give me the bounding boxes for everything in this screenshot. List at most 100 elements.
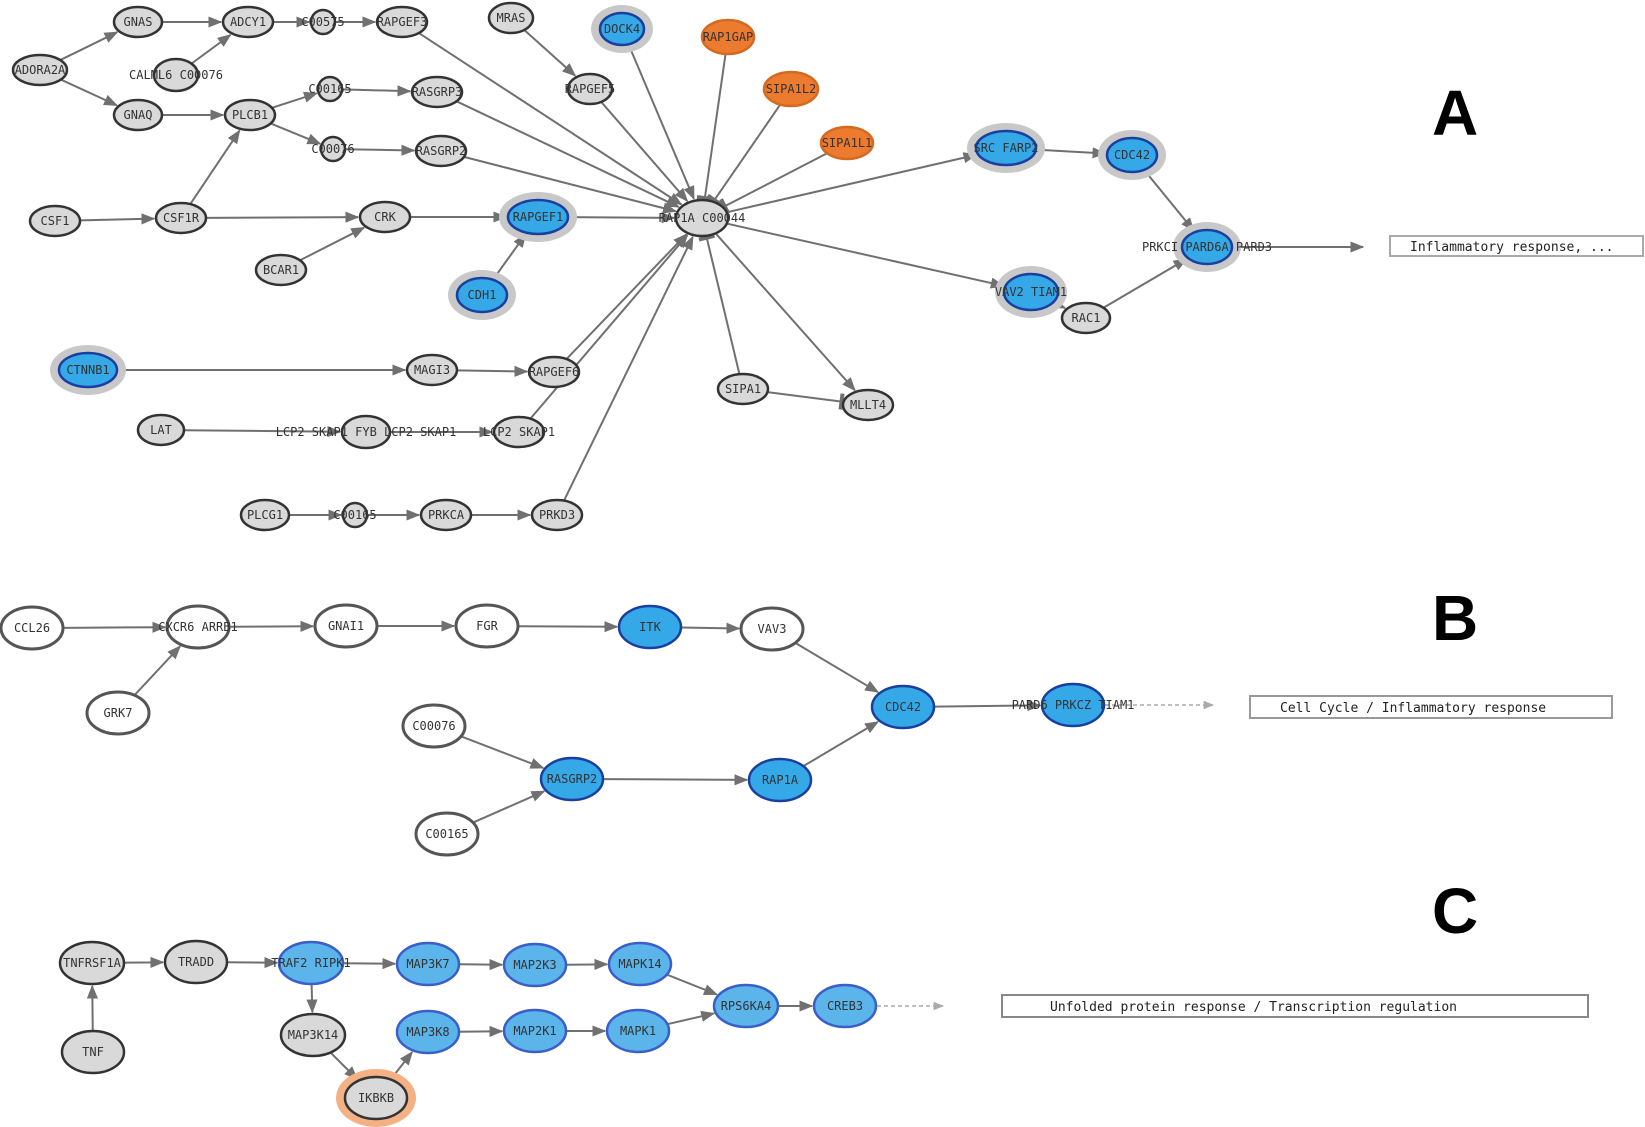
node-label: MRAS xyxy=(497,11,526,25)
node-shape xyxy=(165,604,231,650)
node-label: ADORA2A xyxy=(15,63,66,77)
node-shape xyxy=(0,605,65,651)
node-map2k3: MAP2K3 xyxy=(502,942,568,988)
edge-adora2a-to-gnaq xyxy=(60,78,118,107)
node-label: SIPA1 xyxy=(725,382,761,396)
node-label: PLCB1 xyxy=(232,108,268,122)
node-calml6: CALML6 C00076 xyxy=(129,57,223,93)
node-shape xyxy=(455,276,509,314)
node-label: RAPGEF3 xyxy=(377,15,428,29)
edge-csf1r-to-crk xyxy=(205,211,360,223)
node-shape xyxy=(163,939,229,985)
edge-rasgrp3-to-rap1a xyxy=(456,100,680,208)
node-prkcz: PARD6 PRKCZ TIAM1 xyxy=(1012,682,1135,728)
node-shape xyxy=(1105,136,1159,174)
node-label: RAP1A C00044 xyxy=(659,211,746,225)
edge-csf1-to-csf1r xyxy=(79,213,156,225)
node-shape xyxy=(414,811,480,857)
node-shape xyxy=(401,703,467,749)
node-label: VAV2 TIAM1 xyxy=(995,285,1067,299)
node-shape xyxy=(607,941,673,987)
node-c00076a: C00076 xyxy=(311,135,355,163)
node-label: SRC FARP2 xyxy=(973,141,1038,155)
node-map3k14: MAP3K14 xyxy=(279,1012,347,1058)
node-c00165c: C00165 xyxy=(414,811,480,857)
edge-plcb1-to-c00076a xyxy=(270,122,322,145)
node-rac1: RAC1 xyxy=(1060,301,1112,335)
node-shape xyxy=(539,756,605,802)
node-traf2: TRAF2 RIPK1 xyxy=(271,940,351,986)
node-shape xyxy=(11,53,69,87)
node-shape xyxy=(1060,301,1112,335)
node-label: MAPK1 xyxy=(620,1024,656,1038)
node-shape xyxy=(316,75,344,103)
node-shape xyxy=(405,353,459,387)
edge-dock4-to-rap1a xyxy=(627,43,695,201)
node-shape xyxy=(1002,272,1060,312)
node-label: PARD6 PRKCZ TIAM1 xyxy=(1012,698,1135,712)
node-shape xyxy=(319,135,347,163)
node-mapk14: MAPK14 xyxy=(607,941,673,987)
node-label: CALML6 C00076 xyxy=(129,68,223,82)
node-shape xyxy=(277,940,345,986)
edge-cdc42b-to-prkcz xyxy=(933,699,1042,712)
node-label: LCP2 SKAP1 FYB LCP2 SKAP1 xyxy=(276,425,457,439)
edge-cdh1-to-rapgef1 xyxy=(492,233,527,281)
node-label: LAT xyxy=(150,423,172,437)
node-shape xyxy=(841,388,895,422)
edge-vav3-to-cdc42b xyxy=(794,642,880,693)
edge-prkd3-to-rap1a xyxy=(563,235,694,502)
node-shape xyxy=(566,72,614,106)
edge-mras-to-rapgef5 xyxy=(523,29,577,77)
node-shape xyxy=(254,253,308,287)
node-sipa1l1: SIPA1L1 xyxy=(819,125,875,161)
node-shape xyxy=(605,1008,671,1054)
node-label: CXCR6 ARRB1 xyxy=(158,620,237,634)
node-shape xyxy=(974,129,1038,167)
edge-c00165c-to-rasgrp2b xyxy=(472,790,546,824)
node-cdc42a: CDC42 xyxy=(1098,130,1166,180)
panel-letter-c: C xyxy=(1432,875,1478,947)
node-shape xyxy=(410,75,464,109)
edge-rap1gap-to-rap1a xyxy=(703,53,727,199)
node-shape xyxy=(598,11,646,47)
edge-tnf-to-tnfrsf1a xyxy=(86,984,98,1032)
edge-grk7-to-cxcr6 xyxy=(133,645,182,696)
edge-c00076b-to-rasgrp2b xyxy=(460,735,545,769)
node-shape xyxy=(58,940,126,986)
node-shape xyxy=(739,606,805,652)
edge-lat-to-fyb xyxy=(183,426,342,438)
node-dock4: DOCK4 xyxy=(591,5,653,53)
node-label: MAP3K7 xyxy=(406,957,449,971)
node-label: RAC1 xyxy=(1072,311,1101,325)
node-shape xyxy=(60,1029,126,1075)
node-shape xyxy=(223,98,277,132)
node-label: TRADD xyxy=(178,955,214,969)
edge-mapk14-to-rps6ka4 xyxy=(666,973,718,996)
node-shape xyxy=(343,1075,409,1121)
node-label: IKBKB xyxy=(358,1091,394,1105)
node-plcb1: PLCB1 xyxy=(223,98,277,132)
node-lat: LAT xyxy=(136,413,186,447)
node-label: FGR xyxy=(476,619,498,633)
node-shape xyxy=(502,942,568,988)
node-shape xyxy=(309,8,337,36)
edge-rap1a-to-src xyxy=(726,152,978,214)
node-label: PRKD3 xyxy=(539,508,575,522)
node-shape xyxy=(812,983,878,1029)
node-itk: ITK xyxy=(617,604,683,650)
node-ctnnb1: CTNNB1 xyxy=(50,345,126,395)
node-creb3: CREB3 xyxy=(812,983,878,1029)
node-shape xyxy=(712,983,780,1029)
node-shape xyxy=(502,1008,568,1054)
edge-ccl26-to-cxcr6 xyxy=(62,621,167,633)
node-label: RAPGEF1 xyxy=(513,210,564,224)
node-prkca: PRKCA xyxy=(419,498,473,532)
node-shape xyxy=(152,57,200,93)
node-shape xyxy=(454,603,520,649)
node-label: PRKCA xyxy=(428,508,465,522)
node-shape xyxy=(112,5,164,39)
node-vav3: VAV3 xyxy=(739,606,805,652)
node-shape xyxy=(239,498,291,532)
